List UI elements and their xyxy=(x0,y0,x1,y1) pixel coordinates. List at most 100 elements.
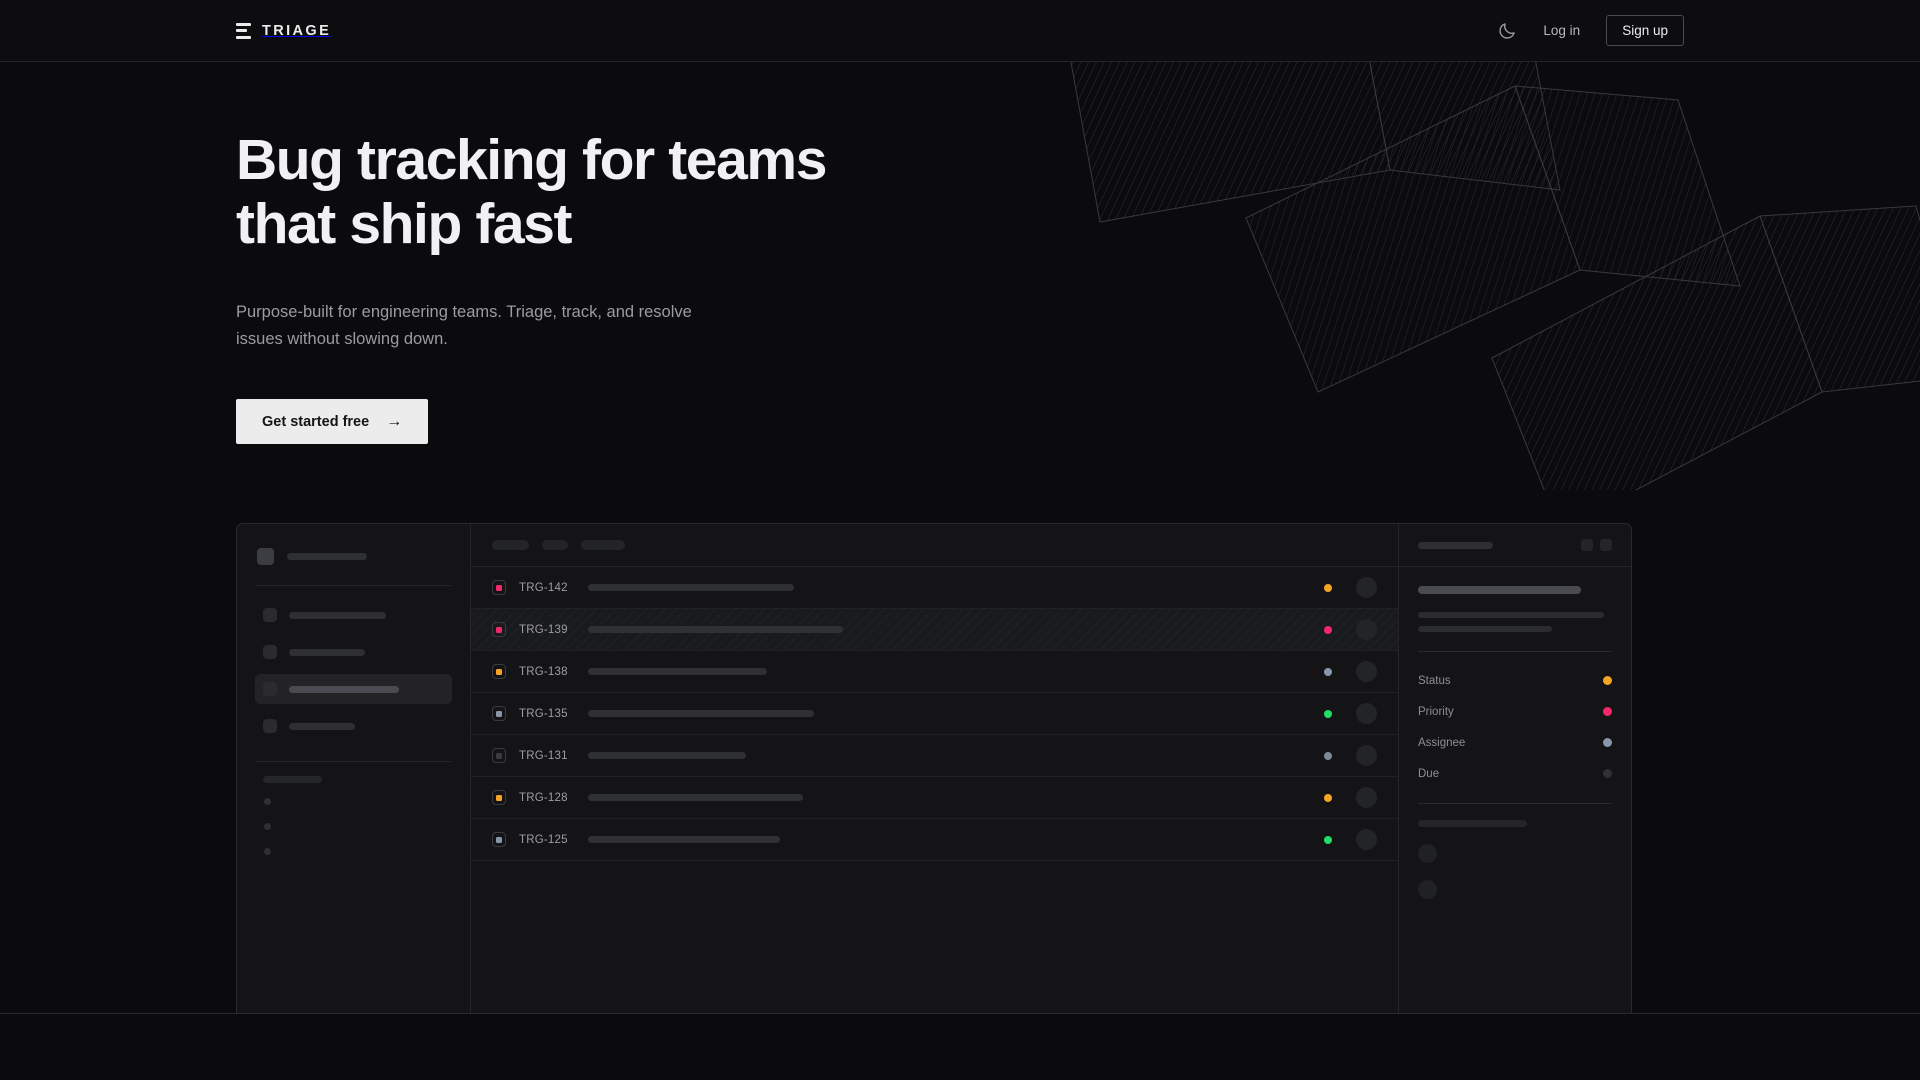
issue-key: TRG-131 xyxy=(519,749,568,762)
list-item xyxy=(1418,844,1612,863)
sidebar-item-label-skeleton xyxy=(289,611,386,619)
priority-icon[interactable] xyxy=(492,580,506,595)
table-row[interactable]: TRG-131 xyxy=(471,735,1398,777)
moon-icon[interactable] xyxy=(1497,21,1517,41)
sidebar-item-4[interactable] xyxy=(255,711,452,741)
login-link[interactable]: Log in xyxy=(1543,23,1581,38)
avatar[interactable] xyxy=(1356,787,1377,808)
meta-value-dot[interactable] xyxy=(1603,707,1612,716)
table-row[interactable]: TRG-138 xyxy=(471,651,1398,693)
meta-label: Due xyxy=(1418,767,1440,780)
issue-title-skeleton xyxy=(588,710,814,717)
priority-icon[interactable] xyxy=(492,790,506,805)
site-header: TRIAGE Log in Sign up xyxy=(0,0,1920,62)
filter-chip-2[interactable] xyxy=(542,540,568,550)
meta-row-due[interactable]: Due xyxy=(1418,758,1612,789)
status-badge[interactable] xyxy=(1324,625,1332,634)
avatar xyxy=(1418,880,1437,899)
status-badge[interactable] xyxy=(1324,709,1332,718)
table-row[interactable]: TRG-139 xyxy=(471,609,1398,651)
meta-row-assignee[interactable]: Assignee xyxy=(1418,727,1612,758)
sidebar-item-1[interactable] xyxy=(255,600,452,630)
issue-title-skeleton xyxy=(588,626,843,633)
sidebar-item-3[interactable] xyxy=(255,674,452,704)
cta-label: Get started free xyxy=(262,413,370,430)
issue-key: TRG-138 xyxy=(519,665,568,678)
priority-icon[interactable] xyxy=(492,706,506,721)
avatar[interactable] xyxy=(1356,703,1377,724)
mock-sidebar xyxy=(237,524,471,1013)
project-name-skeleton xyxy=(287,553,367,560)
hero-subtitle: Purpose-built for engineering teams. Tri… xyxy=(236,302,692,348)
issue-title-skeleton xyxy=(588,668,767,675)
detail-divider xyxy=(1418,651,1612,652)
avatar[interactable] xyxy=(1356,619,1377,640)
sidebar-section-label xyxy=(263,776,322,783)
table-row[interactable]: TRG-125 xyxy=(471,819,1398,861)
avatar[interactable] xyxy=(1356,577,1377,598)
avatar[interactable] xyxy=(1356,661,1377,682)
meta-value-dot[interactable] xyxy=(1603,676,1612,685)
sidebar-item-label-skeleton xyxy=(289,648,365,656)
status-badge[interactable] xyxy=(1324,583,1332,592)
filter-chip-3[interactable] xyxy=(581,540,625,550)
project-avatar-icon xyxy=(257,548,274,565)
square-button-icon-2[interactable] xyxy=(1600,539,1612,551)
sidebar-nav xyxy=(255,600,452,741)
meta-value-dot[interactable] xyxy=(1603,738,1612,747)
avatar xyxy=(1418,844,1437,863)
sidebar-item-icon xyxy=(263,645,277,659)
header-actions: Log in Sign up xyxy=(1497,15,1684,46)
avatar[interactable] xyxy=(1356,745,1377,766)
status-badge[interactable] xyxy=(1324,793,1332,802)
table-row[interactable]: TRG-142 xyxy=(471,567,1398,609)
status-badge[interactable] xyxy=(1324,751,1332,760)
issue-title-skeleton xyxy=(588,836,780,843)
filter-chip-1[interactable] xyxy=(492,540,529,550)
sidebar-item-icon xyxy=(263,719,277,733)
priority-icon[interactable] xyxy=(492,748,506,763)
square-button-icon-1[interactable] xyxy=(1581,539,1593,551)
table-row[interactable]: TRG-135 xyxy=(471,693,1398,735)
sidebar-item-2[interactable] xyxy=(255,637,452,667)
sidebar-divider-2 xyxy=(255,761,452,762)
table-row[interactable]: TRG-128 xyxy=(471,777,1398,819)
sidebar-sub-dot-icon xyxy=(264,848,271,855)
sidebar-sub-dot-icon xyxy=(264,798,271,805)
issue-title-skeleton xyxy=(588,752,746,759)
status-badge[interactable] xyxy=(1324,835,1332,844)
hero-title-line-1: Bug tracking for teams xyxy=(236,128,827,192)
avatar[interactable] xyxy=(1356,829,1377,850)
detail-title-skeleton xyxy=(1418,541,1493,549)
detail-divider-2 xyxy=(1418,803,1612,804)
priority-icon[interactable] xyxy=(492,664,506,679)
brand-name: TRIAGE xyxy=(262,22,332,39)
issue-list-toolbar xyxy=(471,524,1398,567)
sidebar-sub-item-1[interactable] xyxy=(255,789,452,814)
detail-panel-header xyxy=(1399,524,1631,567)
sidebar-sub-dot-icon xyxy=(264,823,271,830)
priority-icon[interactable] xyxy=(492,832,506,847)
sidebar-sub-item-3[interactable] xyxy=(255,839,452,864)
detail-panel-actions xyxy=(1581,539,1612,551)
signup-button[interactable]: Sign up xyxy=(1606,15,1684,46)
description-line-1 xyxy=(1418,612,1605,618)
detail-issue-title-skeleton xyxy=(1418,586,1581,594)
comments-header-skeleton xyxy=(1418,820,1527,827)
arrow-right-icon: → xyxy=(386,412,403,430)
meta-row-priority[interactable]: Priority xyxy=(1418,696,1612,727)
project-switcher[interactable] xyxy=(255,544,452,565)
status-badge[interactable] xyxy=(1324,667,1332,676)
sidebar-sub-nav xyxy=(255,789,452,864)
priority-icon[interactable] xyxy=(492,622,506,637)
get-started-button[interactable]: Get started free → xyxy=(236,399,429,445)
meta-value-dot[interactable] xyxy=(1603,769,1612,778)
meta-row-status[interactable]: Status xyxy=(1418,665,1612,696)
sidebar-divider xyxy=(255,585,452,586)
brand-logo[interactable]: TRIAGE xyxy=(236,22,332,39)
issue-title-skeleton xyxy=(588,794,803,801)
sidebar-sub-item-2[interactable] xyxy=(255,814,452,839)
